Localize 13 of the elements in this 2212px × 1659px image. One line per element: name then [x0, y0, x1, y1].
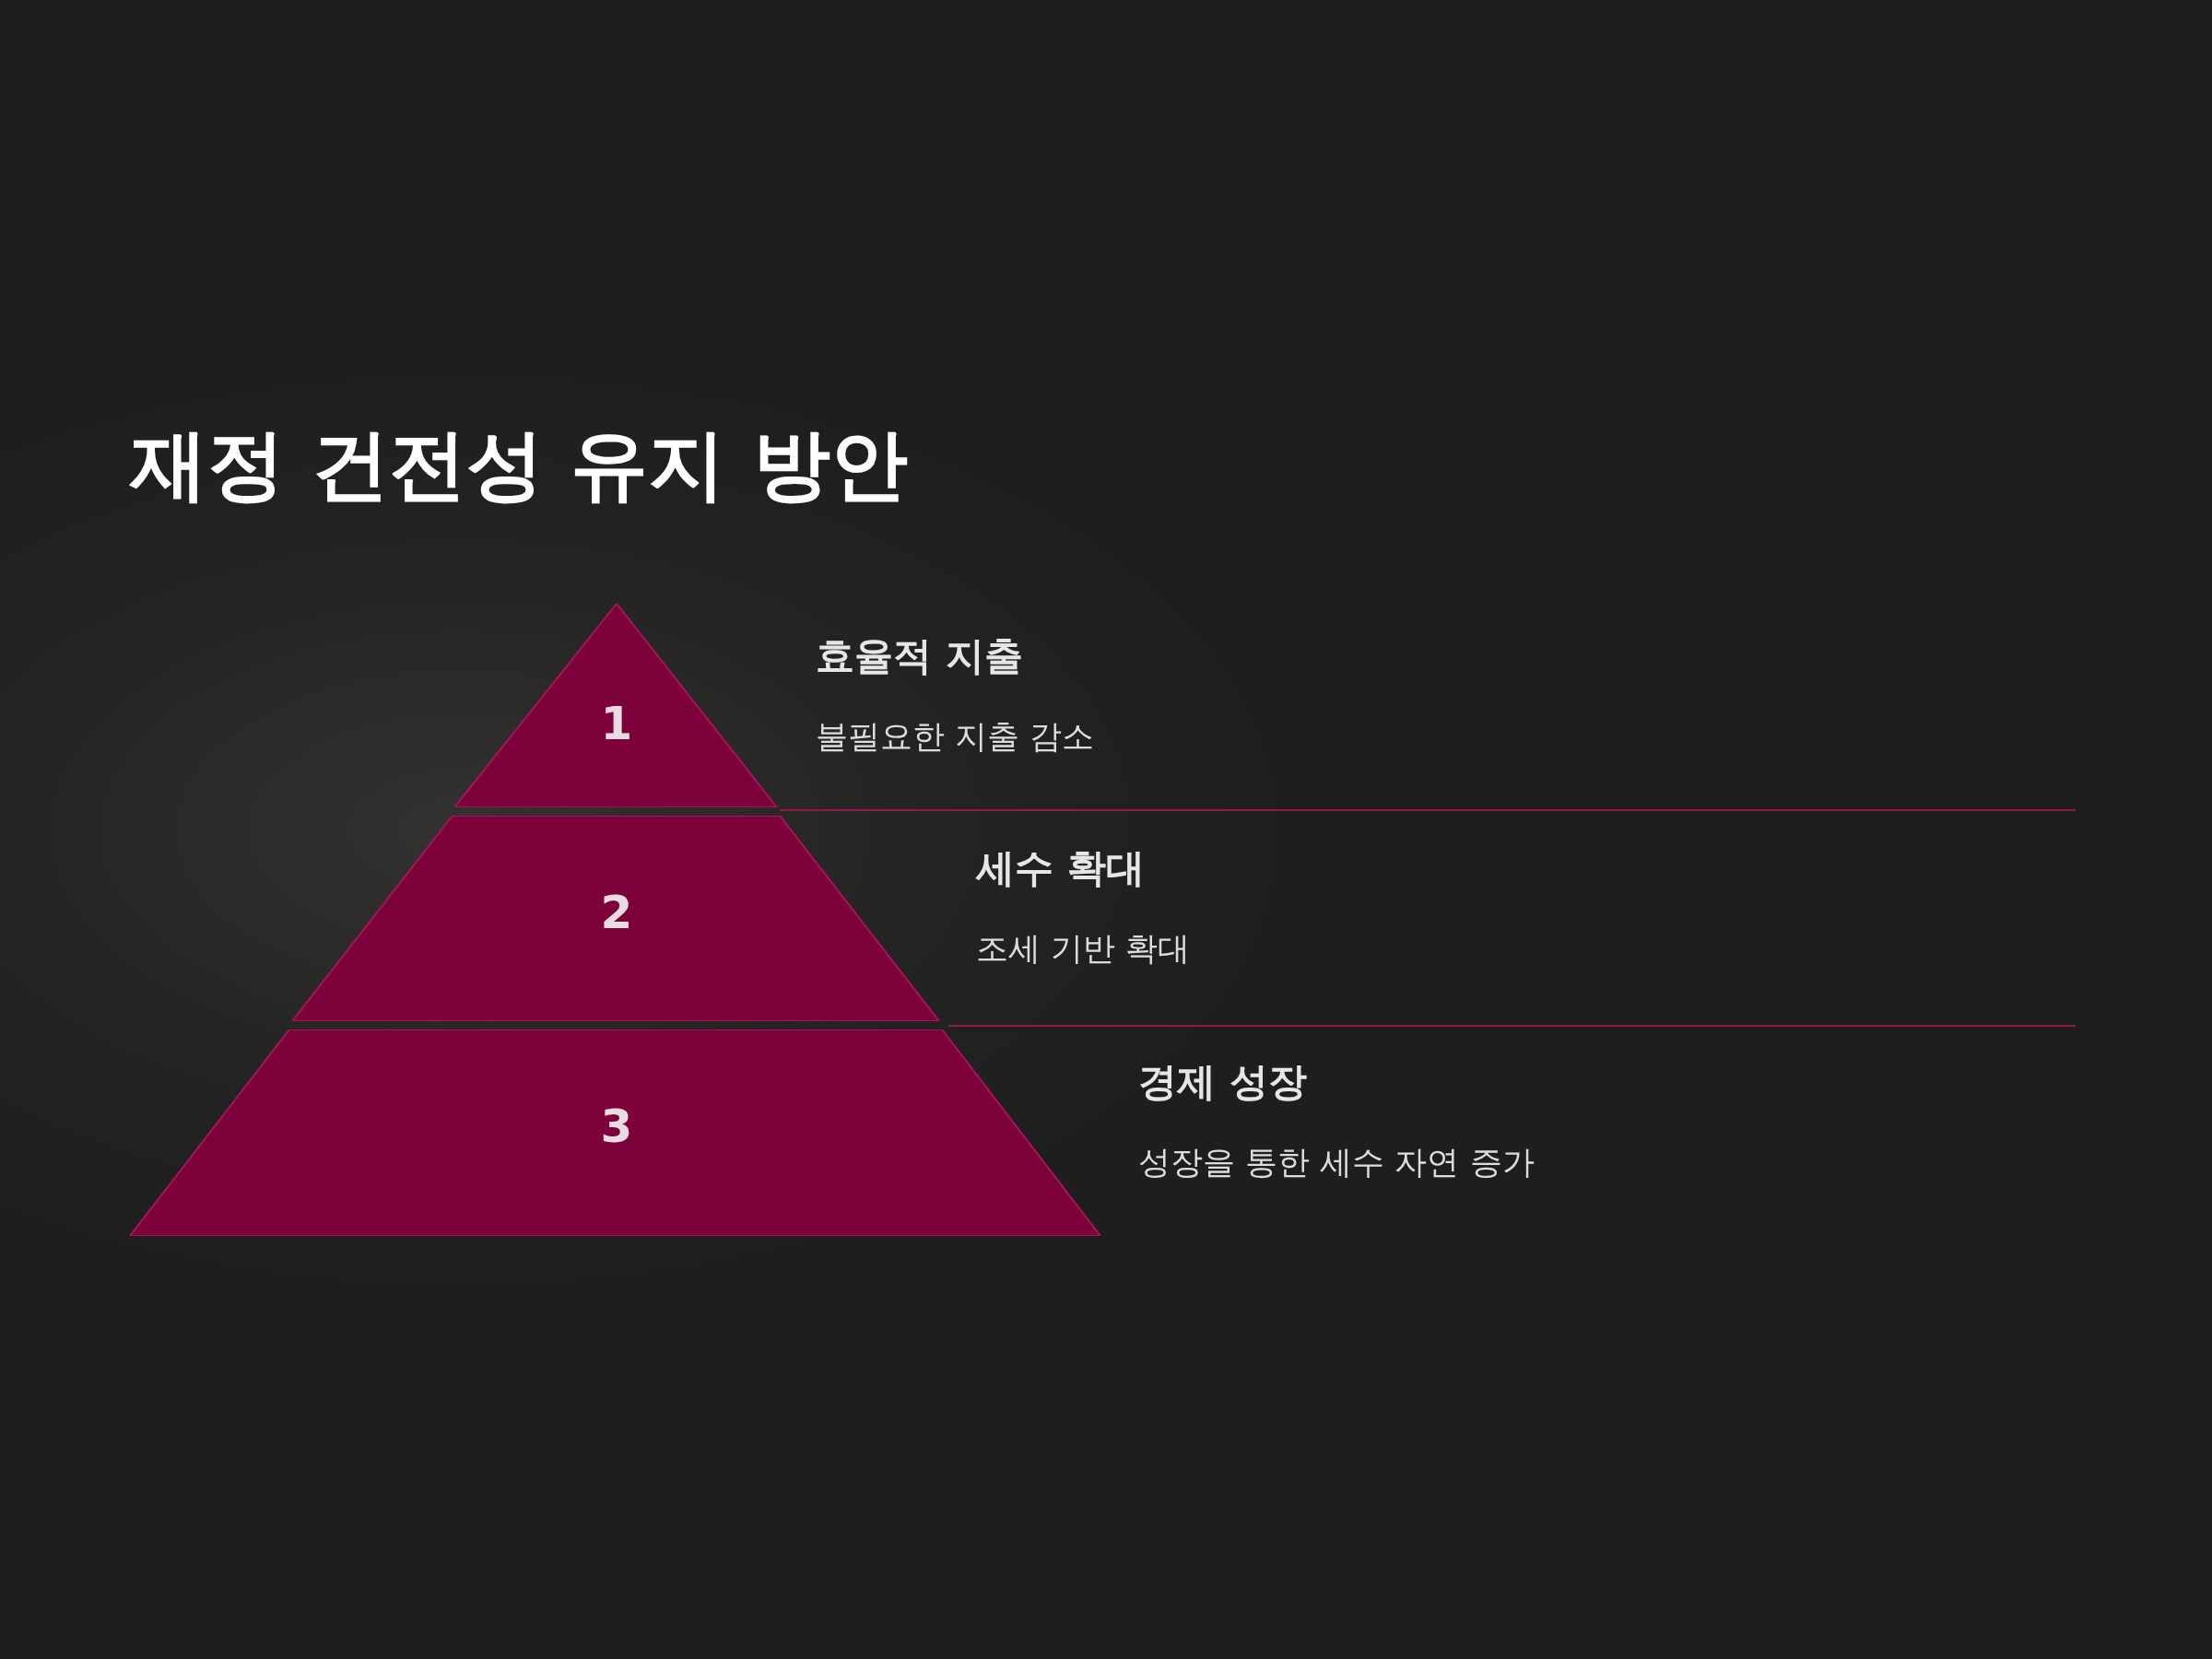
tier-heading: 경제 성장 — [1138, 1058, 1307, 1106]
slide-title: 재정 건전성 유지 방안 — [130, 418, 908, 512]
tier-description: 조세 기반 확대 — [976, 928, 1191, 969]
pyramid-tier — [454, 604, 777, 807]
tier-number: 1 — [600, 697, 633, 751]
tier-heading: 세수 확대 — [976, 844, 1145, 892]
tier-heading: 효율적 지출 — [816, 632, 1023, 680]
pyramid-tier — [130, 1030, 1100, 1236]
tier-description: 불필요한 지출 감소 — [816, 716, 1095, 757]
tier-description: 성장을 통한 세수 자연 증가 — [1138, 1142, 1535, 1182]
pyramid-tier — [292, 816, 939, 1021]
tier-number: 3 — [600, 1100, 633, 1154]
tier-number: 2 — [600, 885, 633, 939]
